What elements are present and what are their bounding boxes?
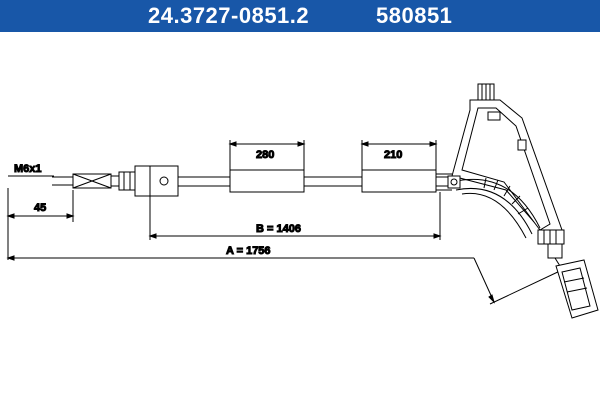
- thread-label: M6x1: [14, 163, 42, 175]
- part-number: 24.3727-0851.2: [148, 3, 310, 28]
- dimension-45: 45: [6, 188, 75, 260]
- dimension-b-label: B = 1406: [256, 223, 301, 235]
- main-cable: [178, 169, 452, 193]
- dimension-280-label: 280: [256, 149, 274, 161]
- dimension-280: 280: [228, 140, 306, 170]
- dimension-210-label: 210: [384, 149, 402, 161]
- thread-callout: M6x1: [8, 163, 54, 177]
- dimension-210: 210: [360, 140, 438, 170]
- threaded-end: [52, 165, 179, 197]
- dimension-a-label: A = 1756: [226, 245, 271, 257]
- reference-number: 580851: [376, 3, 453, 28]
- dimension-b: B = 1406: [148, 192, 442, 240]
- title-bar: 24.3727-0851.2 580851: [0, 0, 600, 32]
- dimension-45-label: 45: [34, 202, 46, 214]
- dimension-a: A = 1756: [6, 245, 563, 305]
- lever-mechanism: [447, 83, 599, 319]
